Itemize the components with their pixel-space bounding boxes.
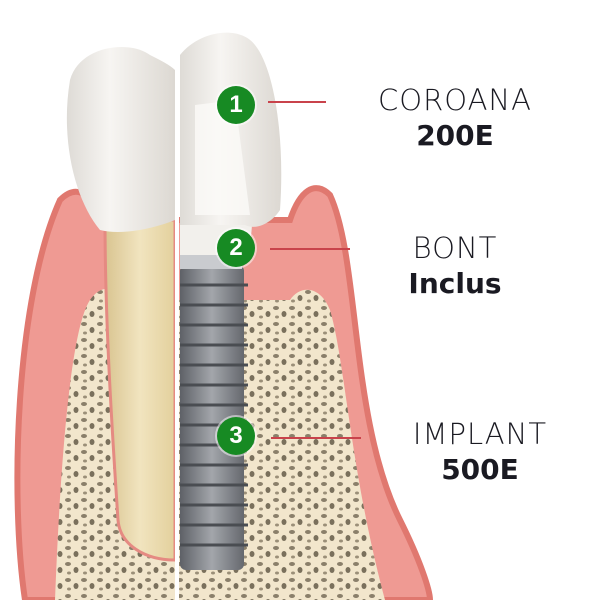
leader-line-3 [271, 437, 361, 439]
badge-number: 3 [229, 422, 243, 449]
callout-price: 500E [441, 453, 519, 486]
callout-price: Inclus [408, 267, 502, 300]
badge-number: 1 [229, 91, 243, 118]
callout-label-abutment: BONT Inclus [355, 230, 555, 302]
badge-number: 2 [229, 234, 243, 261]
callout-label-implant: IMPLANT 500E [380, 416, 580, 488]
callout-price: 200E [416, 119, 494, 152]
leader-line-1 [268, 101, 326, 103]
callout-badge-3: 3 [217, 417, 255, 455]
callout-name: BONT [412, 231, 498, 265]
natural-root [103, 218, 177, 562]
leader-line-2 [270, 248, 350, 250]
callout-label-crown: COROANA 200E [350, 82, 560, 154]
callout-name: COROANA [378, 83, 532, 117]
implant-screw [180, 265, 248, 570]
callout-badge-2: 2 [217, 229, 255, 267]
callout-name: IMPLANT [412, 417, 548, 451]
callout-badge-1: 1 [217, 86, 255, 124]
natural-crown [66, 47, 175, 232]
